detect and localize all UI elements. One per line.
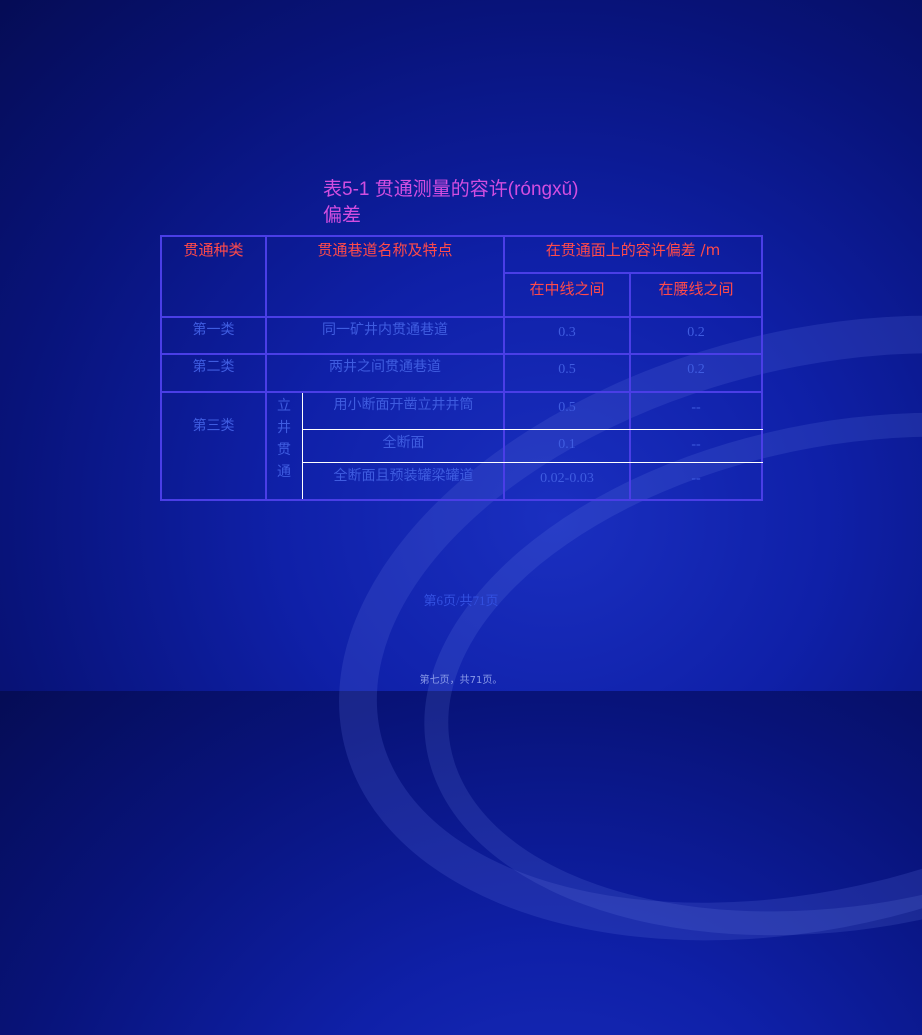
row-1-waist: 0.2 <box>687 325 705 340</box>
table-border <box>265 235 267 501</box>
table-border <box>160 235 763 237</box>
table-border <box>629 272 631 501</box>
row-3b-waist: -- <box>691 437 701 452</box>
header-centerline: 在中线之间 <box>529 280 605 298</box>
table-border <box>503 235 505 501</box>
row-3a-waist: -- <box>691 400 701 415</box>
table-border <box>761 235 763 501</box>
row-2-name: 两井之间贯通巷道 <box>329 359 441 375</box>
shaft-group-label: 立井贯通 <box>277 398 291 480</box>
table-border <box>504 272 763 274</box>
page-footer: 第七页，共71页。 <box>419 675 503 686</box>
row-1-type: 第一类 <box>192 322 235 338</box>
row-2-waist: 0.2 <box>687 362 705 377</box>
row-3a-name: 用小断面开凿立井井筒 <box>333 397 474 413</box>
header-type: 贯通种类 <box>183 241 244 259</box>
subrow-divider <box>302 393 303 499</box>
row-1-center: 0.3 <box>558 325 576 340</box>
tolerance-table: 贯通种类 贯通巷道名称及特点 在贯通面上的容许偏差 /m 在中线之间 在腰线之间… <box>160 235 763 501</box>
row-1-name: 同一矿井内贯通巷道 <box>322 322 448 338</box>
table-border <box>160 391 763 393</box>
row-3c-center: 0.02-0.03 <box>540 471 594 486</box>
table-border <box>160 235 162 501</box>
table-title-line2: 偏差 <box>323 205 362 226</box>
table-title: 表5-1 贯通测量的容许(róngxǔ) 偏差 <box>323 177 653 229</box>
row-3-type: 第三类 <box>192 418 235 434</box>
row-3c-name: 全断面且预装罐梁罐道 <box>333 468 474 484</box>
row-3b-name: 全断面 <box>382 435 425 451</box>
row-2-center: 0.5 <box>558 362 576 377</box>
header-waistline: 在腰线之间 <box>658 280 734 298</box>
row-2-type: 第二类 <box>192 359 235 375</box>
row-3c-waist: -- <box>691 471 701 486</box>
header-name: 贯通巷道名称及特点 <box>317 241 453 259</box>
subrow-divider <box>302 462 763 463</box>
subrow-divider <box>302 429 763 430</box>
page-indicator: 第6页/共71页 <box>423 593 499 608</box>
row-3a-center: 0.5 <box>558 400 576 415</box>
header-tolerance: 在贯通面上的容许偏差 /m <box>545 241 721 259</box>
table-border <box>160 499 763 501</box>
table-border <box>160 316 763 318</box>
table-border <box>160 353 763 355</box>
row-3b-center: 0.1 <box>558 437 576 452</box>
table-title-line1: 表5-1 贯通测量的容许(róngxǔ) <box>323 179 579 200</box>
